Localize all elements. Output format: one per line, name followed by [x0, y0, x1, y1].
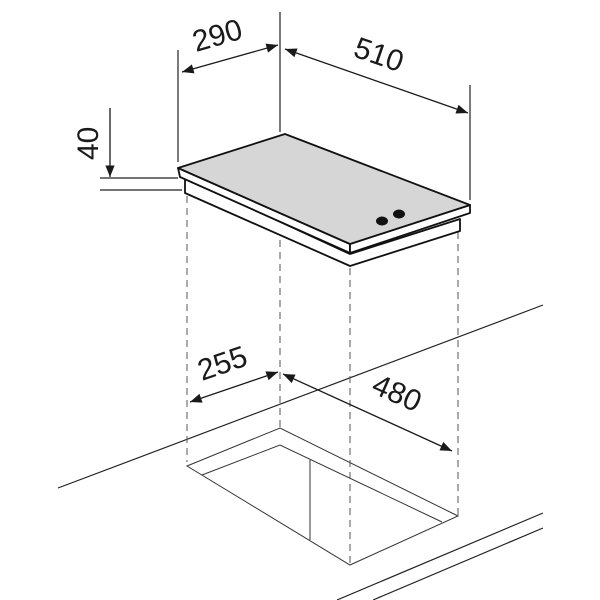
depth-top-arrow	[181, 43, 279, 74]
cutout-depth-arrow	[189, 371, 279, 403]
width-top-label: 510	[350, 31, 408, 79]
cooktop	[177, 133, 471, 267]
cutout	[185, 427, 460, 566]
countertop-lines	[57, 304, 544, 600]
width-top-arrow	[284, 48, 469, 114]
cutout-width-label: 480	[367, 368, 426, 419]
control-knob-icon	[393, 209, 405, 219]
height-label: 40	[72, 127, 105, 160]
control-knob-icon	[376, 216, 388, 226]
cutout-width-arrow	[282, 373, 453, 452]
depth-top-label: 290	[189, 13, 246, 59]
extension-lines	[100, 12, 471, 200]
dimension-arrows	[105, 43, 469, 452]
cutout-depth-label: 255	[194, 340, 252, 388]
